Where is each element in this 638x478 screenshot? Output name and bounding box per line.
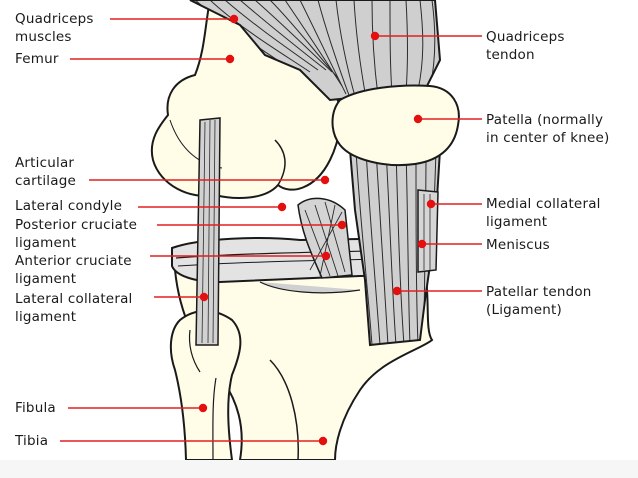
marker-dots (198, 14, 436, 446)
patella-bone (331, 84, 460, 166)
label-meniscus: Meniscus (486, 237, 550, 253)
leader-lines (60, 18, 482, 442)
label-lateral-condyle: Lateral condyle (15, 198, 123, 214)
lateral-collateral-ligament-shape (195, 117, 221, 346)
label-patellar-tendon: Patellar tendon(Ligament) (486, 284, 592, 318)
label-tibia: Tibia (15, 433, 49, 449)
label-fibula: Fibula (15, 400, 56, 416)
bottom-band (0, 460, 638, 478)
label-femur: Femur (15, 51, 59, 67)
fibula-bone (169, 310, 242, 461)
